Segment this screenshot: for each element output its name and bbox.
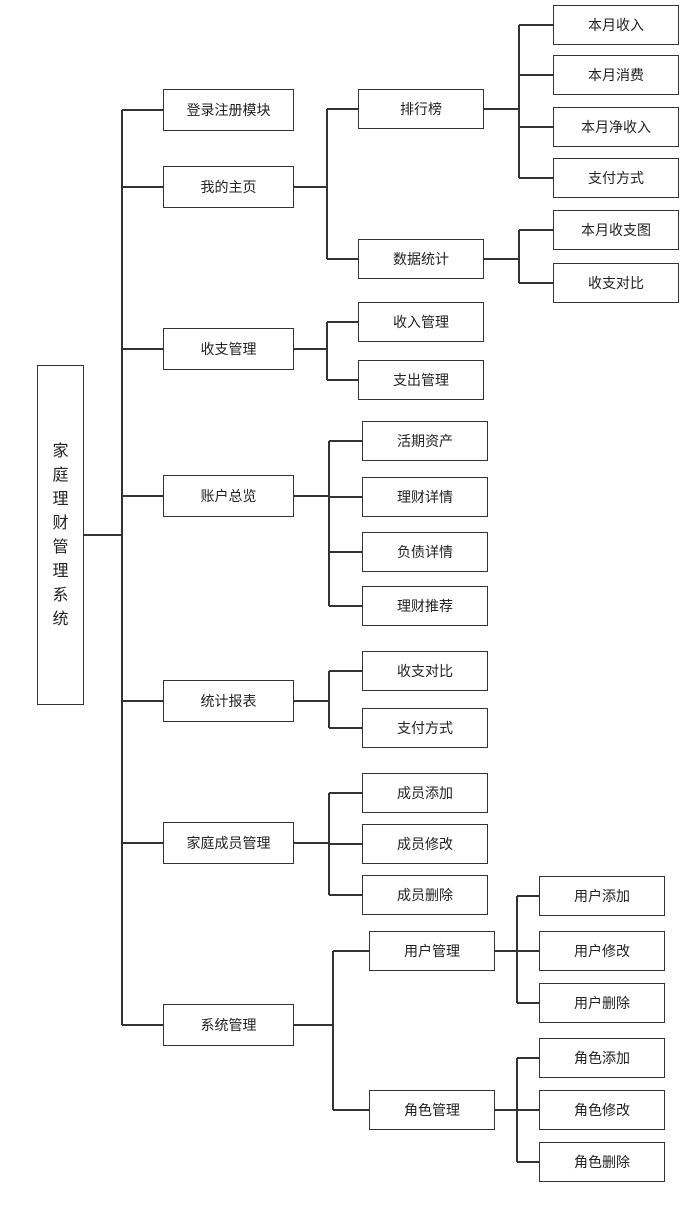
- node-reports: 统计报表: [163, 680, 294, 722]
- node-user-mgmt: 用户管理: [369, 931, 495, 971]
- root-node-char: 系: [52, 585, 69, 604]
- root-node-char: 理: [52, 561, 69, 580]
- node-report-compare: 收支对比: [362, 651, 488, 691]
- root-node-char: 财: [52, 513, 69, 532]
- node-expense-mgmt: 支出管理: [358, 360, 484, 400]
- root-node-char: 理: [52, 489, 69, 508]
- node-role-mgmt: 角色管理: [369, 1090, 495, 1130]
- node-month-spend: 本月消费: [553, 55, 679, 95]
- node-user-add: 用户添加: [539, 876, 665, 916]
- node-role-add: 角色添加: [539, 1038, 665, 1078]
- node-income-mgmt: 收入管理: [358, 302, 484, 342]
- node-home: 我的主页: [163, 166, 294, 208]
- root-node-char: 庭: [52, 465, 69, 484]
- node-wealth-recommend: 理财推荐: [362, 586, 488, 626]
- node-income-expense: 收支管理: [163, 328, 294, 370]
- node-member-add: 成员添加: [362, 773, 488, 813]
- node-role-delete: 角色删除: [539, 1142, 665, 1182]
- root-node-char: 家: [52, 441, 69, 460]
- node-user-delete: 用户删除: [539, 983, 665, 1023]
- node-month-income: 本月收入: [553, 5, 679, 45]
- node-family: 家庭成员管理: [163, 822, 294, 864]
- node-stats-compare: 收支对比: [553, 263, 679, 303]
- node-user-edit: 用户修改: [539, 931, 665, 971]
- node-current-assets: 活期资产: [362, 421, 488, 461]
- node-wealth-detail: 理财详情: [362, 477, 488, 517]
- node-pay-method: 支付方式: [553, 158, 679, 198]
- node-month-net: 本月净收入: [553, 107, 679, 147]
- node-login: 登录注册模块: [163, 89, 294, 131]
- root-node-char: 统: [52, 609, 69, 628]
- node-system: 系统管理: [163, 1004, 294, 1046]
- node-report-payment: 支付方式: [362, 708, 488, 748]
- node-ranking: 排行榜: [358, 89, 484, 129]
- node-stats: 数据统计: [358, 239, 484, 279]
- root-node-char: 管: [52, 537, 69, 556]
- node-member-delete: 成员删除: [362, 875, 488, 915]
- node-accounts: 账户总览: [163, 475, 294, 517]
- node-role-edit: 角色修改: [539, 1090, 665, 1130]
- root-node: 家庭理财管理系统: [37, 365, 84, 705]
- node-member-edit: 成员修改: [362, 824, 488, 864]
- node-debt-detail: 负债详情: [362, 532, 488, 572]
- node-month-chart: 本月收支图: [553, 210, 679, 250]
